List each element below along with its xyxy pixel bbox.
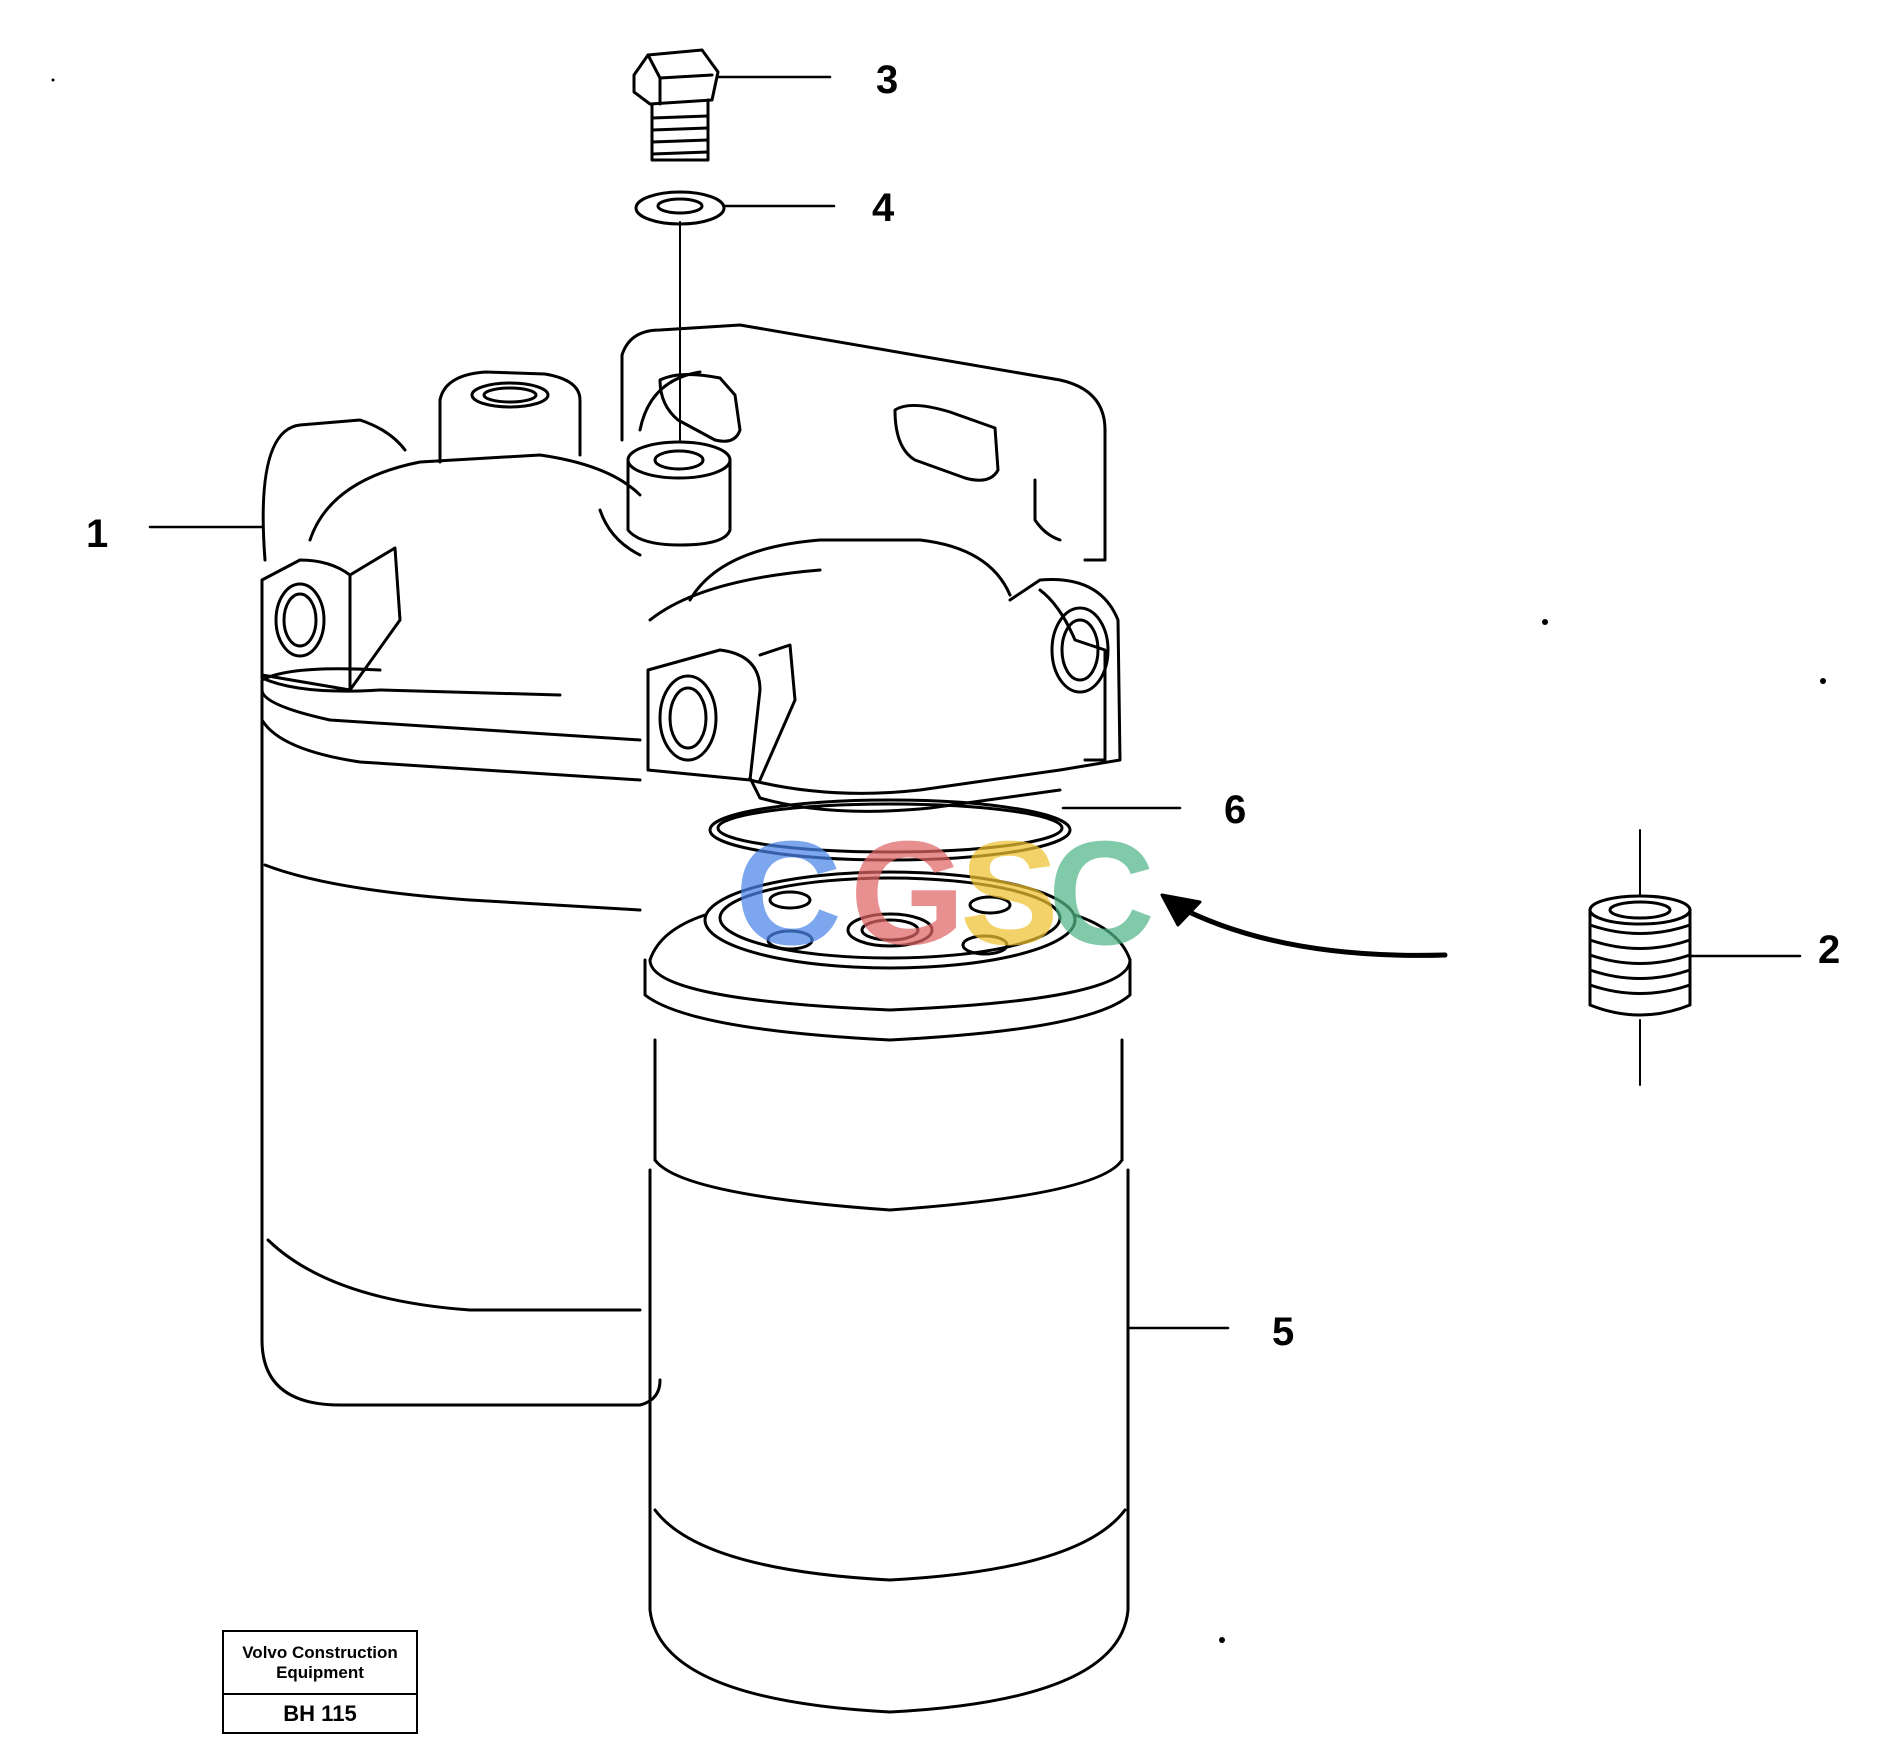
reference-box: Volvo Construction Equipment BH 115: [222, 1630, 418, 1734]
manufacturer-line-2: Equipment: [276, 1662, 364, 1682]
sealing-ring: [708, 798, 1072, 862]
callout-4: 4: [872, 186, 895, 230]
nipple: [1588, 829, 1692, 1086]
reference-code: BH 115: [283, 1700, 357, 1726]
callout-2: 2: [1818, 928, 1841, 972]
callout-6: 6: [1224, 788, 1247, 832]
print-specks: [51, 78, 1826, 1643]
bleed-screw: [632, 48, 720, 162]
manufacturer-label: Volvo Construction Equipment: [224, 1632, 416, 1695]
filter-element: [643, 870, 1132, 1714]
callout-3: 3: [876, 58, 899, 102]
filter-head: [260, 323, 1122, 813]
install-arrow: [1160, 893, 1448, 958]
leader-lines: [148, 75, 1802, 1330]
rear-filter-canister: [260, 667, 662, 1407]
watermark-letter-s: S: [960, 811, 1059, 976]
watermark-letter-c1: C: [735, 811, 842, 976]
watermark-letter-c2: C: [1048, 811, 1155, 976]
callout-1: 1: [86, 512, 109, 556]
watermark-letter-g: G: [850, 811, 966, 976]
manufacturer-line-1: Volvo Construction: [242, 1642, 398, 1662]
washer: [634, 190, 726, 226]
callout-5: 5: [1272, 1310, 1295, 1354]
